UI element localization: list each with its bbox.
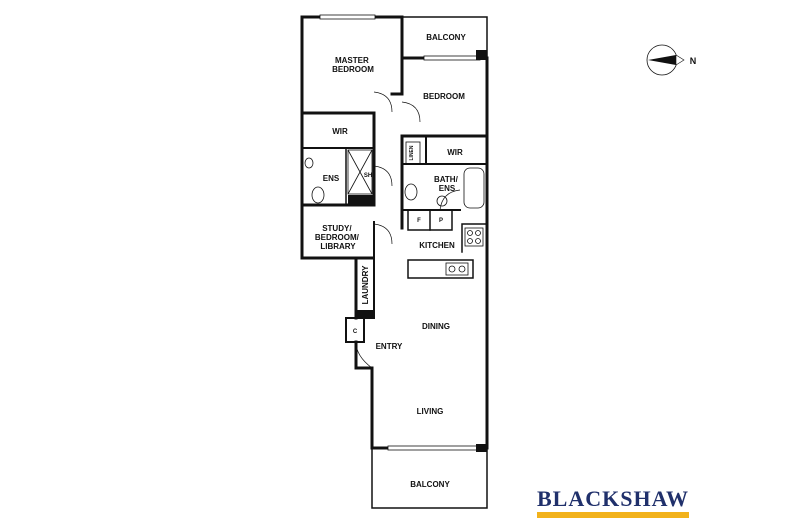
kitchen-sink bbox=[445, 262, 469, 276]
label-wir-master: WIR bbox=[332, 127, 348, 136]
basin-bath bbox=[436, 195, 448, 207]
label-laundry: LAUNDRY bbox=[361, 265, 370, 304]
label-study: STUDY/ BEDROOM/ LIBRARY bbox=[315, 224, 361, 251]
label-kitchen: KITCHEN bbox=[419, 241, 455, 250]
label-master-bedroom-line-1: MASTER bbox=[335, 56, 369, 65]
label-ens: ENS bbox=[323, 174, 340, 183]
label-bedroom: BEDROOM bbox=[423, 92, 465, 101]
toilet-ens bbox=[311, 186, 325, 204]
walls bbox=[300, 15, 489, 509]
label-pantry: P bbox=[439, 218, 443, 224]
label-fridge: F bbox=[417, 218, 421, 224]
label-study-line-3: LIBRARY bbox=[320, 242, 356, 251]
label-study-line-2: BEDROOM/ bbox=[315, 233, 360, 242]
toilet-bath bbox=[404, 183, 418, 201]
label-living: LIVING bbox=[417, 407, 444, 416]
label-wir-bedroom: WIR bbox=[447, 148, 463, 157]
label-master-bedroom: MASTER BEDROOM bbox=[332, 56, 374, 74]
basin-ens bbox=[304, 157, 314, 169]
brand-underline bbox=[537, 512, 689, 518]
room-labels: BALCONY MASTER BEDROOM BEDROOM WIR LINEN… bbox=[315, 33, 467, 489]
label-master-bedroom-line-2: BEDROOM bbox=[332, 65, 374, 74]
bathtub bbox=[463, 167, 485, 209]
brand-logo-text: BLACKSHAW bbox=[537, 486, 690, 511]
label-bath-ens-line-2: ENS bbox=[439, 184, 456, 193]
compass-icon: N bbox=[646, 44, 697, 76]
doors bbox=[355, 91, 461, 369]
cooktop bbox=[464, 227, 484, 247]
label-bath-ens: BATH/ ENS bbox=[434, 175, 460, 193]
linen-shelf bbox=[405, 141, 421, 165]
label-dining: DINING bbox=[422, 322, 450, 331]
label-balcony-top: BALCONY bbox=[426, 33, 466, 42]
columns bbox=[348, 50, 487, 452]
fixtures bbox=[304, 141, 485, 276]
label-entry: ENTRY bbox=[376, 342, 403, 351]
label-study-line-1: STUDY/ bbox=[322, 224, 352, 233]
label-linen: LINEN bbox=[409, 145, 415, 160]
label-balcony-bottom: BALCONY bbox=[410, 480, 450, 489]
label-cupboard: C bbox=[353, 329, 358, 335]
shower bbox=[347, 149, 373, 195]
label-shower: SH bbox=[364, 173, 372, 179]
label-bath-ens-line-1: BATH/ bbox=[434, 175, 459, 184]
compass-north-label: N bbox=[690, 56, 697, 66]
